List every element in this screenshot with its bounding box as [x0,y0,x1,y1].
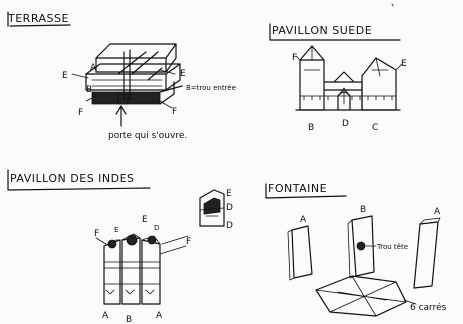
fontaine-label-a-right: A [434,207,441,217]
section-terrasse: TERRASSE A E E [7,12,236,141]
section-fontaine: FONTAINE A B A Trou tête 6 carrés [266,182,447,316]
terrasse-label-f-left: F [78,108,83,118]
terrasse-label-e-left: E [62,71,68,81]
section-pavillon-indes: PAVILLON DES INDES F E E D E D [8,170,233,324]
pavillon-indes-label-a-right: A [156,311,163,321]
fontaine-label-a-left: A [300,215,307,225]
fontaine-label-carres: 6 carrés [410,302,447,313]
terrasse-title: TERRASSE [7,12,69,25]
section-pavillon-suede: PAVILLON SUEDE F E B D C [270,24,407,133]
terrasse-annotation-btrou: B=trou entrée [186,84,236,92]
pavillon-indes-label-e-top: E [142,215,148,225]
fontaine-label-trou-tete: Trou tête [376,243,408,251]
terrasse-annotation-porte: porte qui s'ouvre. [108,131,187,141]
terrasse-label-e-right: E [180,69,186,79]
pavillon-indes-drawing [96,190,224,304]
pavillon-indes-title: PAVILLON DES INDES [10,172,135,185]
terrasse-label-a: A [90,63,97,73]
pavillon-indes-label-f-right: F [186,237,191,247]
pavillon-suede-drawing [296,46,402,110]
pavillon-suede-label-b: B [308,123,314,133]
pavillon-indes-label-a-left: A [102,311,109,321]
pavillon-suede-label-e: E [401,59,407,69]
fontaine-drawing [288,216,440,316]
pavillon-suede-label-c: C [372,123,378,133]
terrasse-label-f-right: F [172,107,177,117]
pavillon-suede-title: PAVILLON SUEDE [272,24,372,37]
pavillon-indes-label-d-top: D [154,224,159,232]
pavillon-indes-label-d-right: D [226,221,233,231]
pavillon-indes-label-e-mid: E [114,226,118,234]
terrasse-label-b: B [86,85,92,95]
pavillon-suede-label-d: D [342,119,349,129]
fontaine-label-b: B [360,205,366,215]
pen-mark [392,4,393,6]
pavillon-indes-label-e-right: E [226,189,232,199]
pavillon-indes-label-d-right-upper: D [226,203,233,213]
pavillon-indes-label-f-top: F [94,229,99,239]
fontaine-title: FONTAINE [268,182,327,195]
pavillon-indes-label-b: B [126,315,132,324]
pavillon-suede-label-f: F [292,53,297,63]
